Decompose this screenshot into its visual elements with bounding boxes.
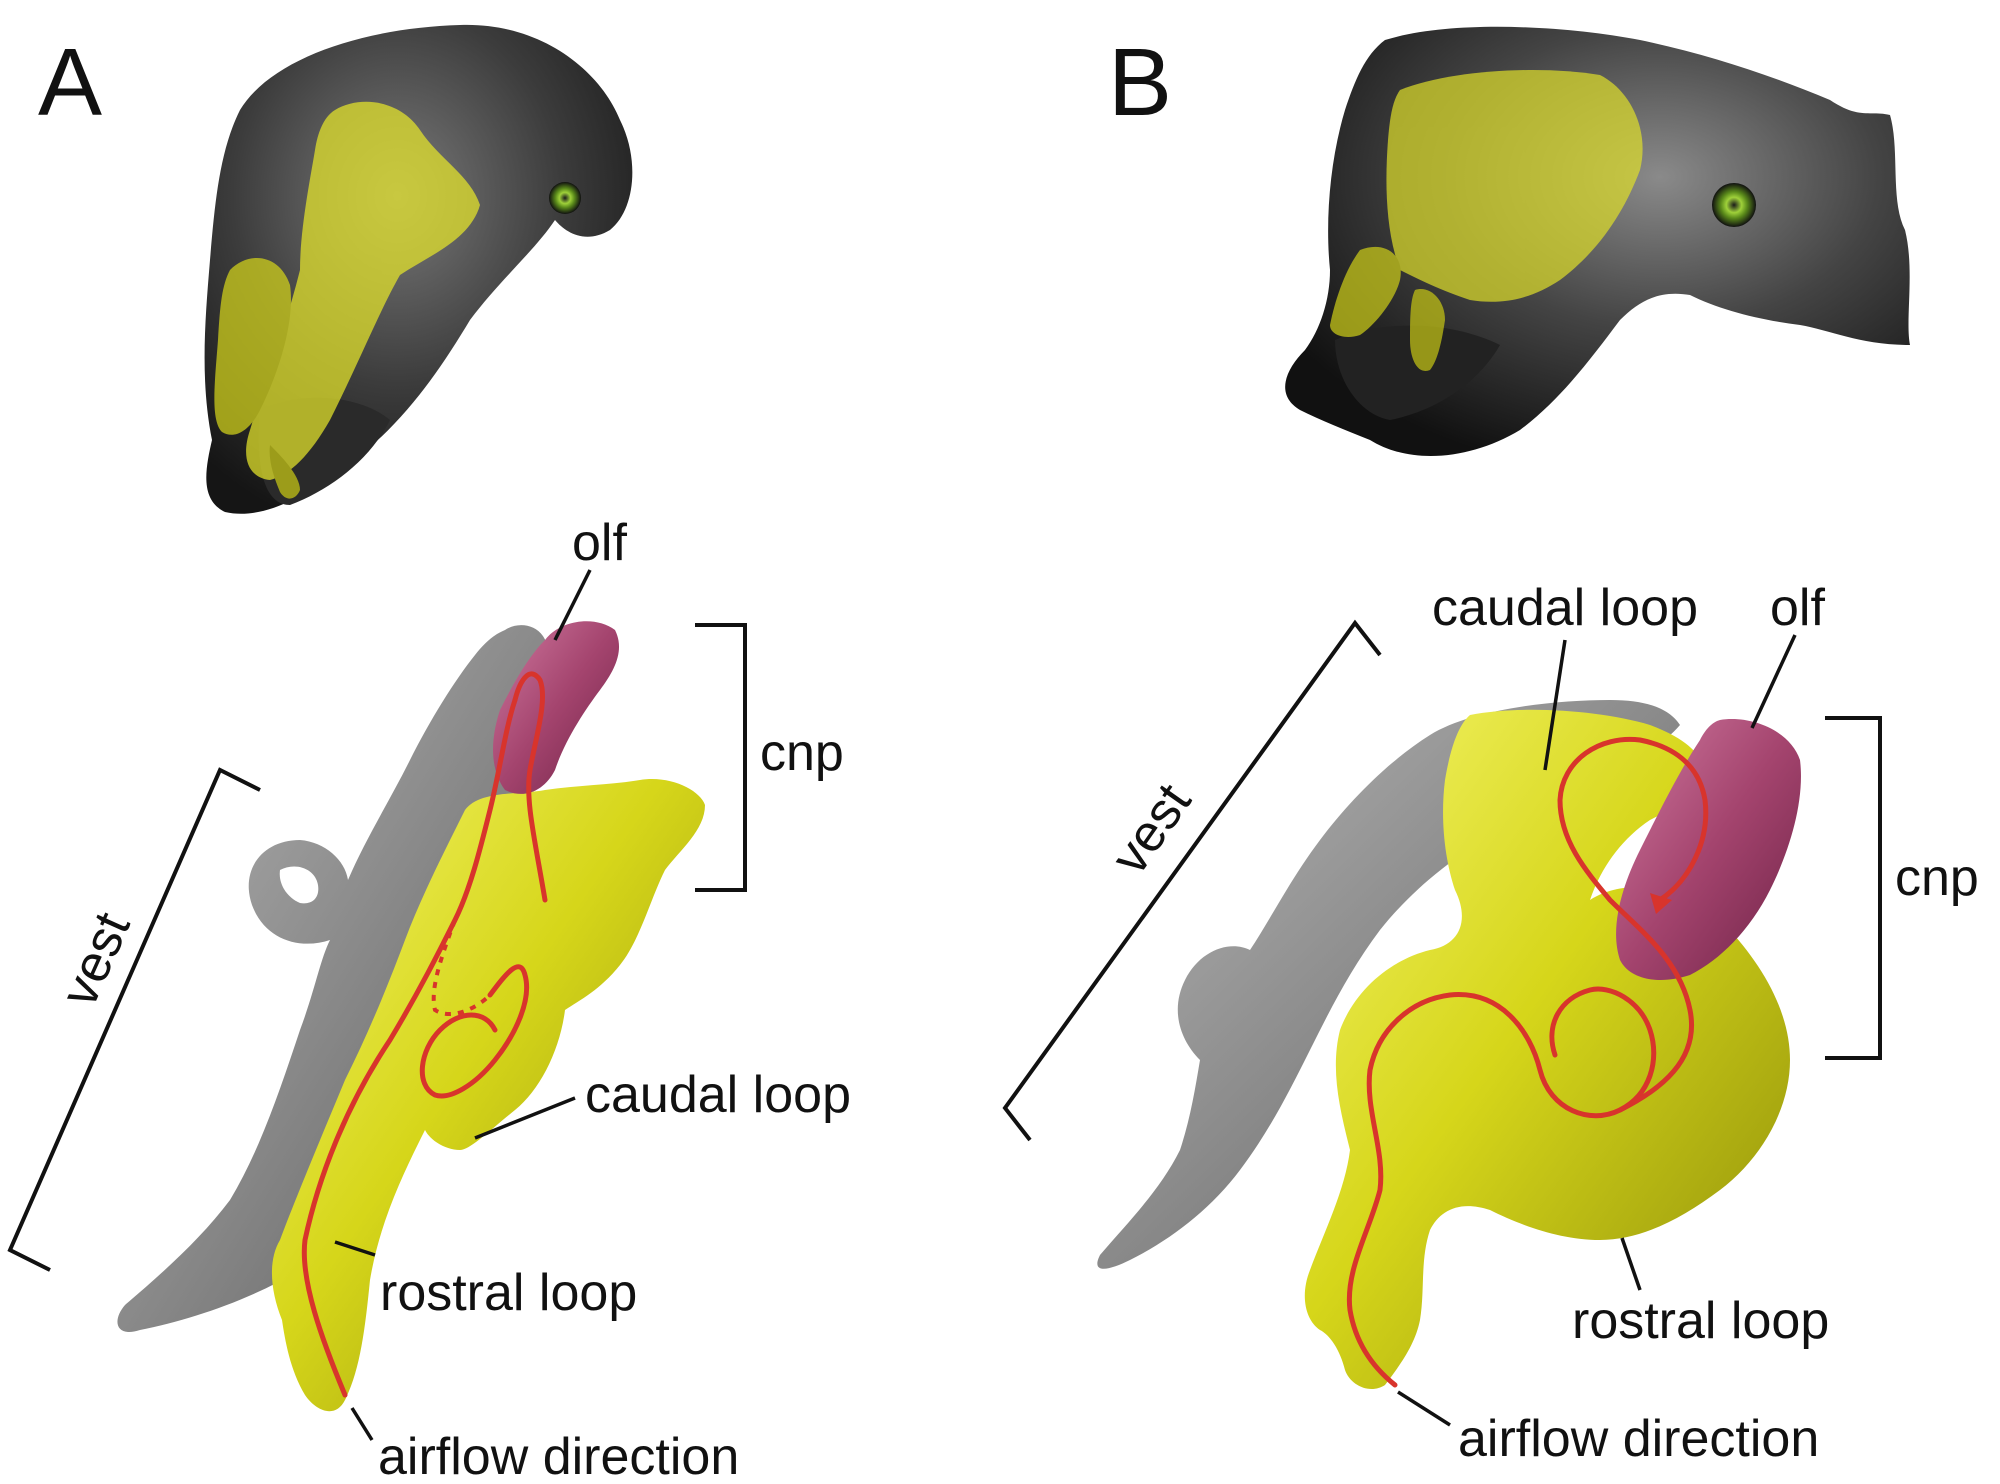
panel-b: B olf caudal: [1002, 26, 1979, 1468]
airflow-line-b-upper: [1557, 736, 1709, 1113]
bracket-cnp-b: [1825, 716, 1882, 1060]
panel-a: A olf: [7, 24, 851, 1484]
skull-b-eye: [1712, 183, 1756, 227]
skull-b-illustration: [1285, 26, 1910, 457]
label-vest-b: vest: [1100, 773, 1203, 885]
label-olf-a: olf: [572, 514, 627, 572]
airflow-line-a-dashed: [431, 919, 492, 1016]
olfactory-b: [1616, 719, 1801, 980]
skull-a-illustration: [204, 24, 633, 514]
label-rostral-loop-b: rostral loop: [1572, 1292, 1829, 1350]
label-vest-a: vest: [50, 904, 142, 1015]
leader-olf-b: [1750, 634, 1797, 729]
label-rostral-loop-a: rostral loop: [380, 1264, 637, 1322]
airflow-line-a-upper: [512, 671, 548, 903]
label-airflow-a: airflow direction: [378, 1428, 739, 1484]
leader-caudal-loop-b: [1543, 639, 1567, 771]
leader-olf-a: [553, 569, 592, 641]
leader-rostral-loop-a: [334, 1240, 376, 1257]
bracket-vest-b: [1002, 619, 1382, 1142]
airflow-line-a-loop: [419, 964, 529, 1099]
skull-b-jaw: [1335, 325, 1500, 420]
leader-airflow-a: [350, 1407, 374, 1441]
skull-b-nasal-overlay: [1330, 70, 1643, 371]
bracket-vest-a: [7, 767, 261, 1272]
cavity-a-yellow: [271, 779, 705, 1412]
label-cnp-b: cnp: [1895, 849, 1979, 907]
panel-a-letter: A: [38, 29, 102, 136]
label-caudal-loop-b: caudal loop: [1432, 579, 1698, 637]
label-cnp-a: cnp: [760, 724, 844, 782]
airflow-line-a: [301, 697, 518, 1398]
panel-b-letter: B: [1108, 29, 1172, 136]
airflow-line-b: [1346, 986, 1657, 1388]
cavity-b-yellow: [1304, 709, 1790, 1390]
olfactory-a: [493, 621, 620, 794]
cavity-b-grey: [1097, 700, 1680, 1269]
bracket-cnp-a: [695, 623, 747, 892]
skull-a-eye: [549, 182, 581, 214]
airflow-arrow-b: [1650, 893, 1672, 914]
label-airflow-b: airflow direction: [1458, 1410, 1819, 1468]
leader-airflow-b: [1397, 1390, 1451, 1427]
skull-a-nasal-overlay: [214, 101, 480, 499]
nasal-diagram-b: olf caudal loop cnp vest rostral loop ai…: [1002, 579, 1979, 1468]
leader-caudal-loop-a: [474, 1096, 576, 1140]
nasal-diagram-a: olf cnp vest caudal loop rostral loop ai…: [7, 514, 851, 1484]
leader-rostral-loop-b: [1620, 1237, 1642, 1291]
label-caudal-loop-a: caudal loop: [585, 1066, 851, 1124]
cavity-a-grey: [117, 625, 549, 1332]
label-olf-b: olf: [1770, 579, 1825, 637]
cavity-a-grey-hook: [279, 866, 319, 904]
